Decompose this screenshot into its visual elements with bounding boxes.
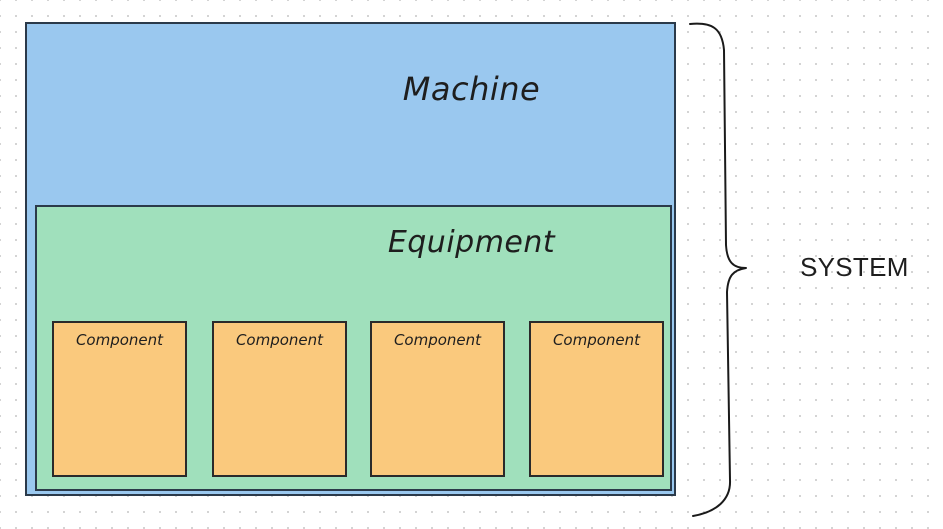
machine-label: Machine: [402, 70, 541, 108]
component-box-2: Component: [212, 321, 347, 477]
system-label: SYSTEM: [800, 252, 909, 282]
component-label-1: Component: [75, 331, 164, 349]
component-box-4: Component: [529, 321, 664, 477]
component-box-3: Component: [370, 321, 505, 477]
component-box-1: Component: [52, 321, 187, 477]
brace-path: [689, 22, 747, 517]
component-label-2: Component: [235, 331, 324, 349]
component-label-3: Component: [393, 331, 482, 349]
equipment-label: Equipment: [387, 225, 556, 260]
component-label-4: Component: [552, 331, 641, 349]
